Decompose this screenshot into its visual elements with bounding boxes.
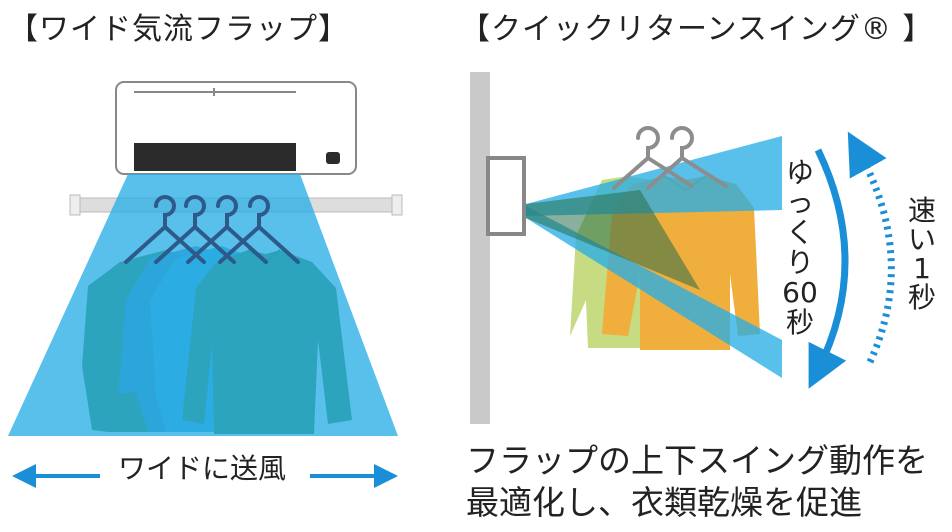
- fast-return-label: 速い1秒: [907, 194, 936, 314]
- air-conditioner-side: [486, 156, 526, 236]
- caption-line-2: 最適化し、衣類乾燥を促進: [466, 483, 862, 522]
- fast-return-arrow: [847, 131, 895, 364]
- wall: [470, 72, 490, 424]
- airflow-cone: [8, 174, 398, 436]
- air-conditioner-unit: [115, 81, 357, 175]
- airflow-beam-lower: [526, 206, 782, 378]
- slow-swing-label: ゆっくり60秒: [782, 156, 818, 339]
- hangers: [124, 195, 300, 264]
- left-panel-title: 【ワイド気流フラップ】: [8, 12, 349, 47]
- right-panel-illustration: [470, 72, 895, 424]
- hangers-side: [612, 126, 728, 190]
- wide-airflow-arrow: [12, 464, 398, 488]
- left-panel-illustration: [8, 81, 403, 488]
- airflow-overlap: [526, 190, 700, 290]
- wide-airflow-label: ワイドに送風: [118, 452, 287, 485]
- caption-line-1: フラップの上下スイング動作を: [466, 441, 928, 480]
- slow-swing-arrow: [808, 148, 849, 389]
- airflow-beam-upper: [526, 136, 782, 216]
- right-panel-title: 【クイックリターンスイング® 】: [460, 12, 934, 47]
